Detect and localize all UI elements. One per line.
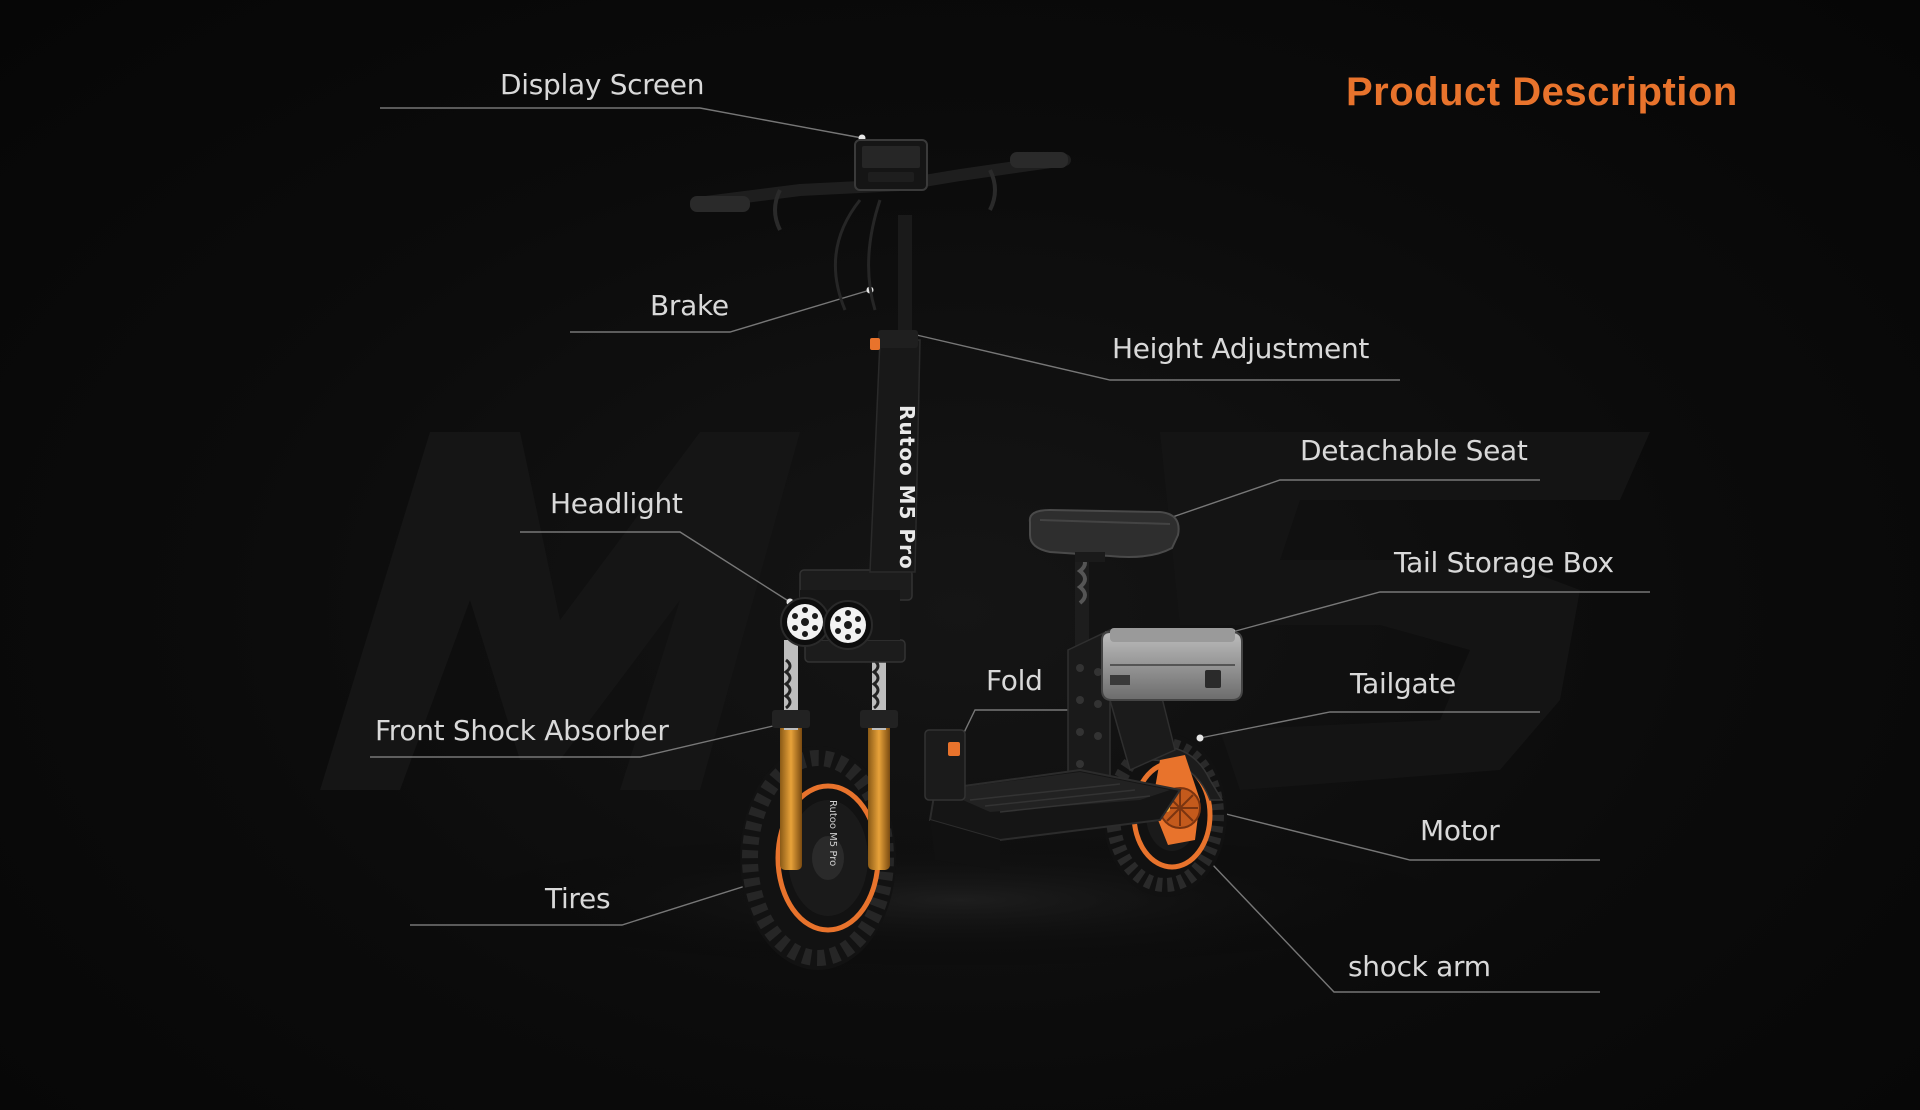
label-height-adjustment: Height Adjustment: [1112, 332, 1370, 365]
label-detachable-seat: Detachable Seat: [1300, 434, 1528, 467]
label-motor: Motor: [1420, 814, 1500, 847]
tail-storage-box: [1101, 628, 1243, 701]
watermark-m5: [320, 432, 1650, 790]
steering-stem: [869, 215, 921, 573]
label-fold: Fold: [986, 664, 1043, 697]
seat-frame: [1067, 550, 1176, 791]
leader-lines: [370, 107, 1650, 993]
label-shock-arm: shock arm: [1348, 950, 1491, 983]
label-tail-storage-box: Tail Storage Box: [1394, 546, 1614, 579]
label-tailgate: Tailgate: [1350, 667, 1456, 700]
label-display-screen: Display Screen: [500, 68, 705, 101]
label-front-shock-absorber: Front Shock Absorber: [375, 714, 669, 747]
deck: [928, 768, 1182, 870]
floor-shadow: [440, 830, 1480, 970]
fork-brand-text: Rutoo M5 Pro: [827, 800, 838, 866]
fold-joint: [924, 729, 966, 801]
page-title: Product Description: [1346, 70, 1738, 114]
label-brake: Brake: [650, 289, 729, 322]
scooter: [690, 139, 1243, 970]
detachable-seat: [1028, 508, 1180, 562]
headlights: [780, 597, 873, 650]
stem-brand-text: Rutoo M5 Pro: [895, 405, 919, 570]
label-headlight: Headlight: [550, 487, 683, 520]
display-screen: [854, 139, 928, 191]
label-tires: Tires: [545, 882, 611, 915]
